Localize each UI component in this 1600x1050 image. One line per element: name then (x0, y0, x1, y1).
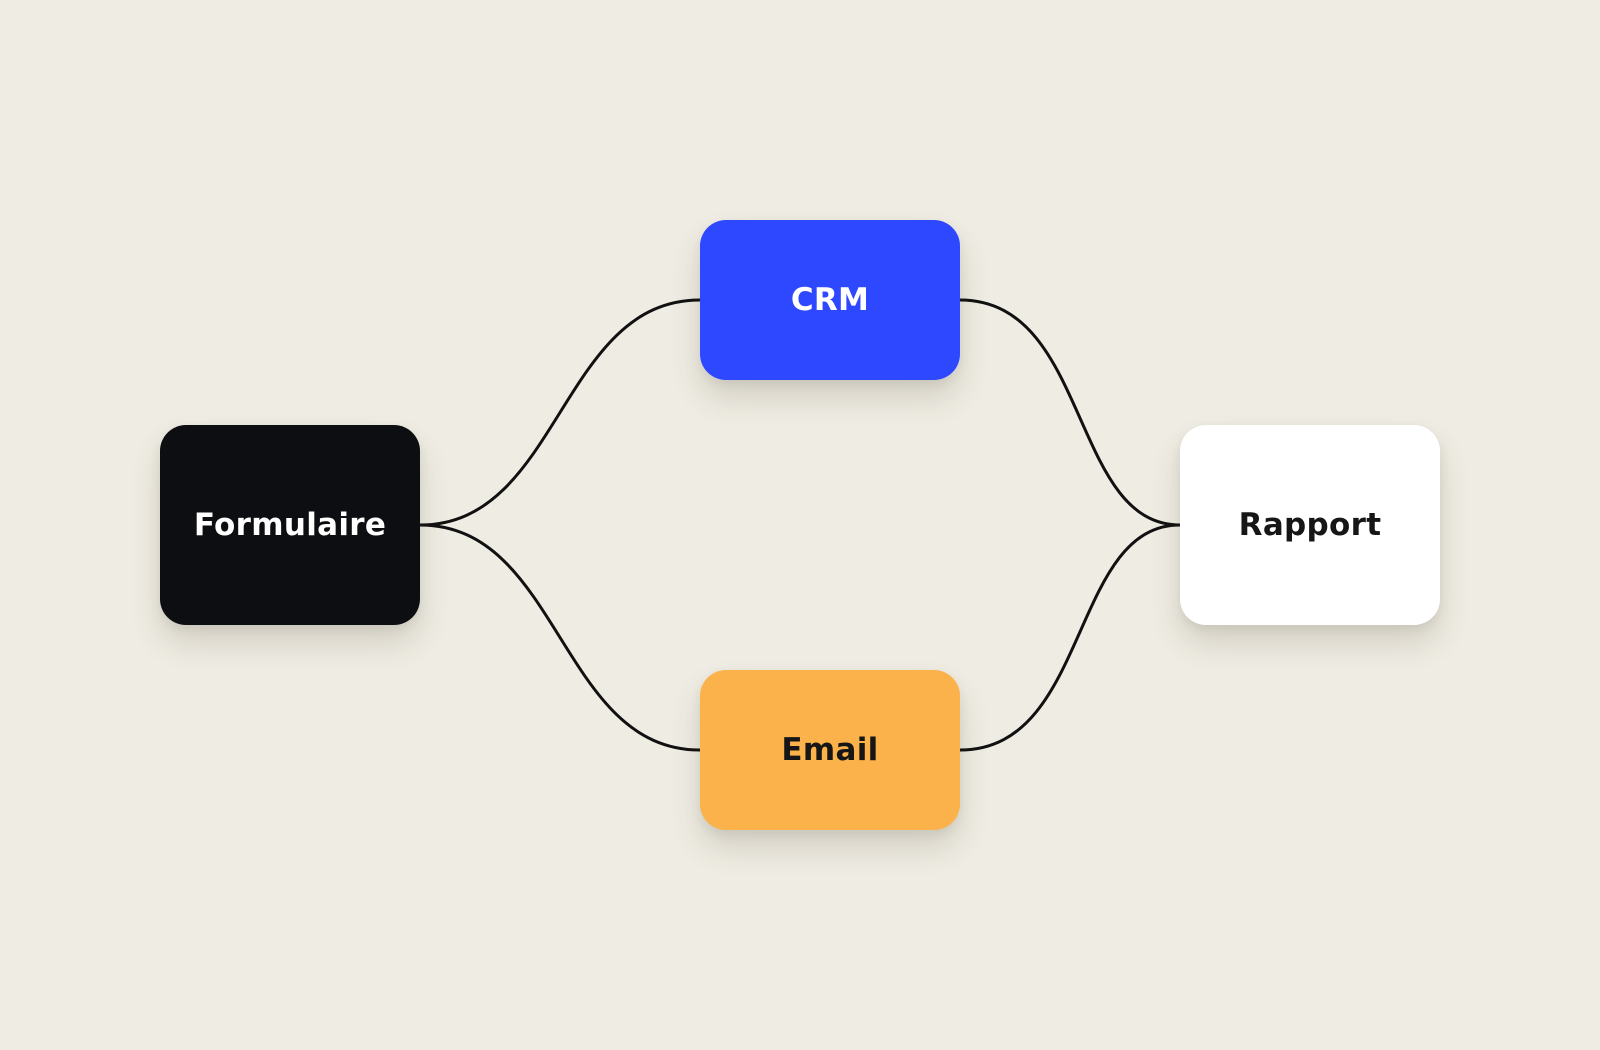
node-email[interactable]: Email (700, 670, 960, 830)
edge-email-to-rapport (959, 523, 1181, 752)
edge-formulaire-to-email (419, 523, 701, 752)
node-rapport[interactable]: Rapport (1180, 425, 1440, 625)
node-formulaire[interactable]: Formulaire (160, 425, 420, 625)
edge-crm-to-rapport (959, 298, 1181, 527)
node-crm[interactable]: CRM (700, 220, 960, 380)
edge-formulaire-to-crm (419, 298, 701, 527)
